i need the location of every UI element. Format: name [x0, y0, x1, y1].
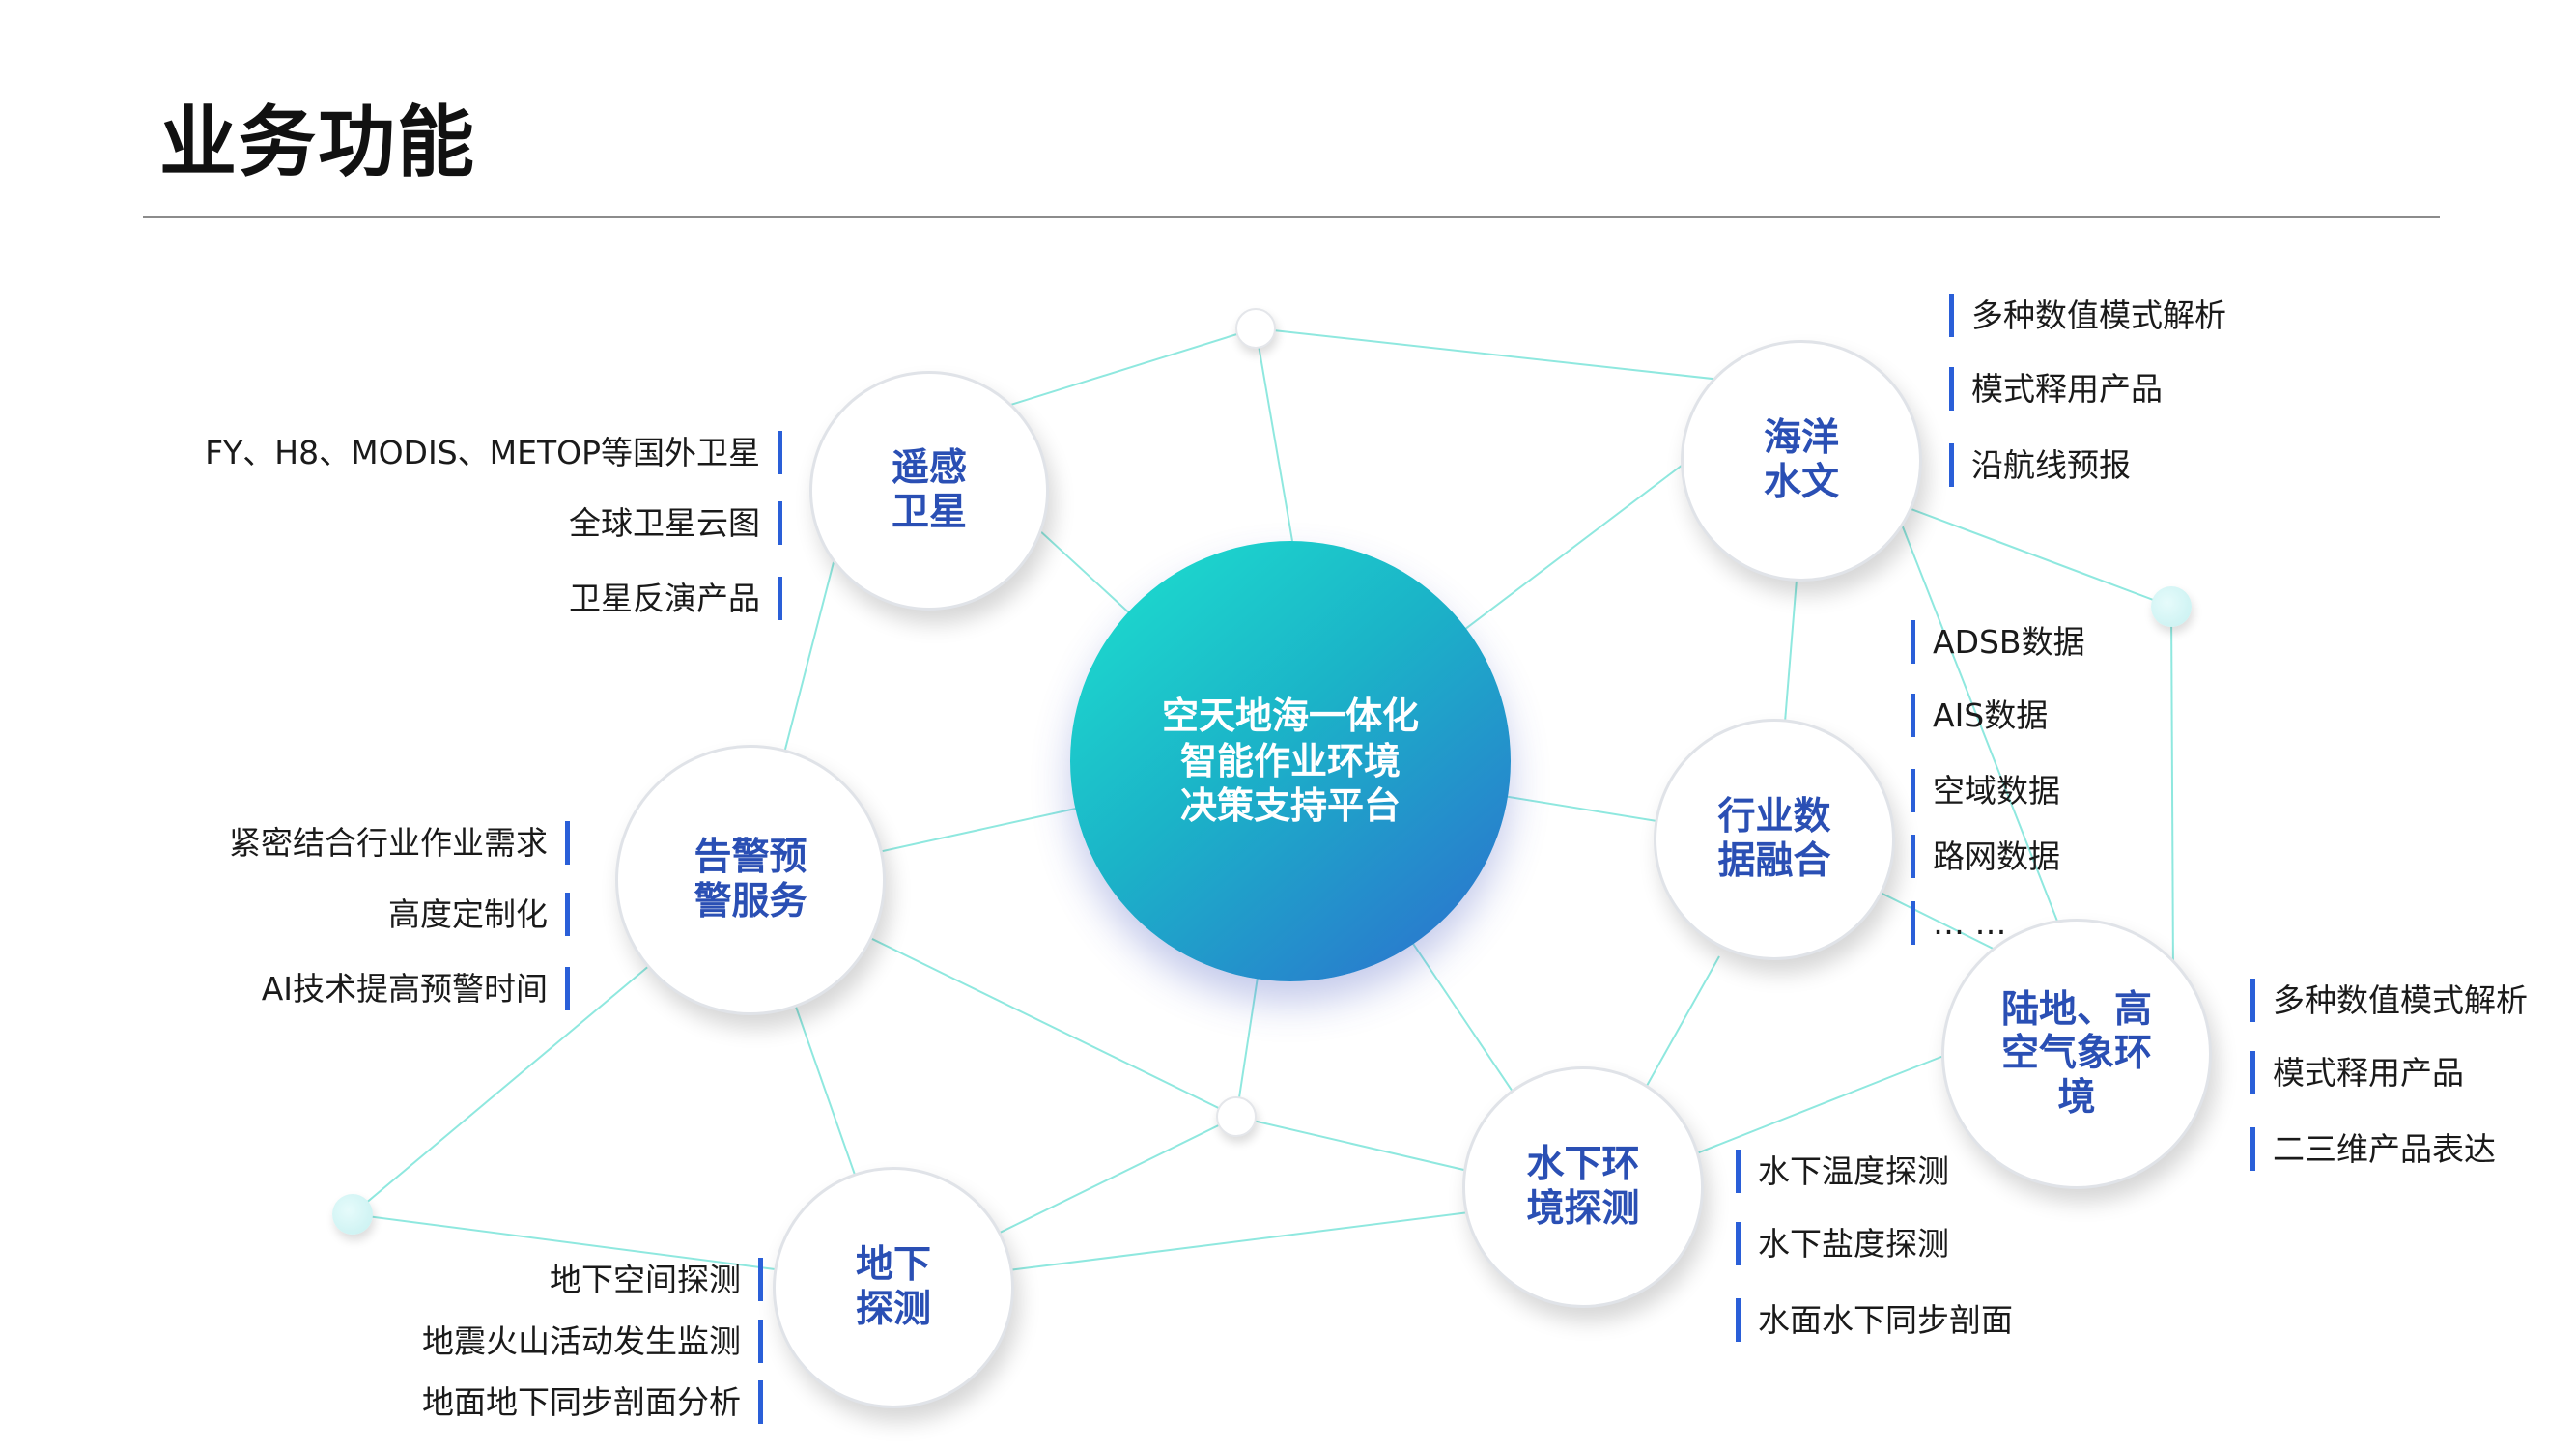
- connector-dot: [1235, 308, 1276, 349]
- node-label: 空气象环: [2000, 1032, 2152, 1076]
- hub-line: 智能作业环境: [1179, 739, 1401, 782]
- industry-data-label: 路网数据: [1911, 835, 2060, 878]
- remote-sensing-label: 卫星反演产品: [569, 577, 782, 620]
- link-line: [1255, 327, 1293, 542]
- industry-data-label: ADSB数据: [1911, 620, 2085, 664]
- underground-label: 地下空间探测: [550, 1258, 763, 1301]
- page-title: 业务功能: [159, 98, 476, 187]
- industry-data-label: 空域数据: [1911, 769, 2060, 812]
- node-label: 警服务: [694, 880, 807, 923]
- industry-data-label: AIS数据: [1911, 694, 2048, 737]
- connector-dot: [332, 1194, 373, 1235]
- node-label: 告警预: [694, 836, 807, 880]
- underwater-label: 水下温度探测: [1736, 1150, 1949, 1193]
- underwater-label: 水下盐度探测: [1736, 1222, 1949, 1265]
- node-label: 陆地、高: [2000, 987, 2152, 1032]
- node-label: 海洋: [1763, 416, 1839, 461]
- land-air-label: 多种数值模式解析: [2250, 979, 2528, 1022]
- node-ocean: 海洋 水文: [1681, 340, 1922, 582]
- link-line: [1892, 501, 2172, 608]
- ocean-label: 模式释用产品: [1949, 367, 2163, 411]
- link-line: [1255, 327, 1740, 383]
- title-divider: [143, 216, 2440, 218]
- node-label: 遥感: [891, 446, 967, 491]
- node-label: 据融合: [1717, 839, 1831, 883]
- node-label: 境: [2057, 1075, 2096, 1120]
- warning-label: AI技术提高预警时间: [262, 967, 570, 1010]
- node-land-air: 陆地、高 空气象环 境: [1941, 919, 2212, 1189]
- node-warning: 告警预 警服务: [615, 745, 886, 1015]
- node-label: 地下: [855, 1243, 931, 1288]
- underwater-label: 水面水下同步剖面: [1736, 1298, 2013, 1342]
- land-air-label: 模式释用产品: [2250, 1051, 2464, 1094]
- node-label: 水文: [1763, 461, 1839, 504]
- underground-label: 地震火山活动发生监测: [422, 1320, 763, 1363]
- connector-dot: [1216, 1096, 1257, 1137]
- node-label: 行业数: [1717, 795, 1831, 839]
- node-label: 探测: [855, 1288, 931, 1331]
- node-industry-data: 行业数 据融合: [1654, 719, 1895, 960]
- central-platform-node: 空天地海一体化 智能作业环境 决策支持平台: [1070, 541, 1511, 981]
- hub-line: 空天地海一体化: [1161, 695, 1419, 738]
- link-line: [1892, 501, 2087, 996]
- connector-dot: [2151, 586, 2192, 627]
- warning-label: 紧密结合行业作业需求: [229, 821, 570, 865]
- remote-sensing-label: FY、H8、MODIS、METOP等国外卫星: [205, 431, 782, 474]
- hub-line: 决策支持平台: [1179, 784, 1401, 828]
- node-label: 水下环: [1526, 1143, 1640, 1187]
- node-underwater: 水下环 境探测: [1462, 1066, 1704, 1308]
- ocean-label: 多种数值模式解析: [1949, 294, 2226, 337]
- node-remote-sensing: 遥感 卫星: [809, 371, 1049, 611]
- ocean-label: 沿航线预报: [1949, 443, 2131, 487]
- industry-data-label: … …: [1911, 901, 2007, 945]
- remote-sensing-label: 全球卫星云图: [569, 501, 782, 545]
- node-label: 境探测: [1526, 1187, 1640, 1231]
- node-underground: 地下 探测: [773, 1167, 1014, 1408]
- link-line: [2170, 606, 2174, 977]
- warning-label: 高度定制化: [388, 893, 570, 936]
- node-label: 卫星: [891, 491, 967, 534]
- underground-label: 地面地下同步剖面分析: [422, 1380, 763, 1424]
- land-air-label: 二三维产品表达: [2250, 1127, 2496, 1171]
